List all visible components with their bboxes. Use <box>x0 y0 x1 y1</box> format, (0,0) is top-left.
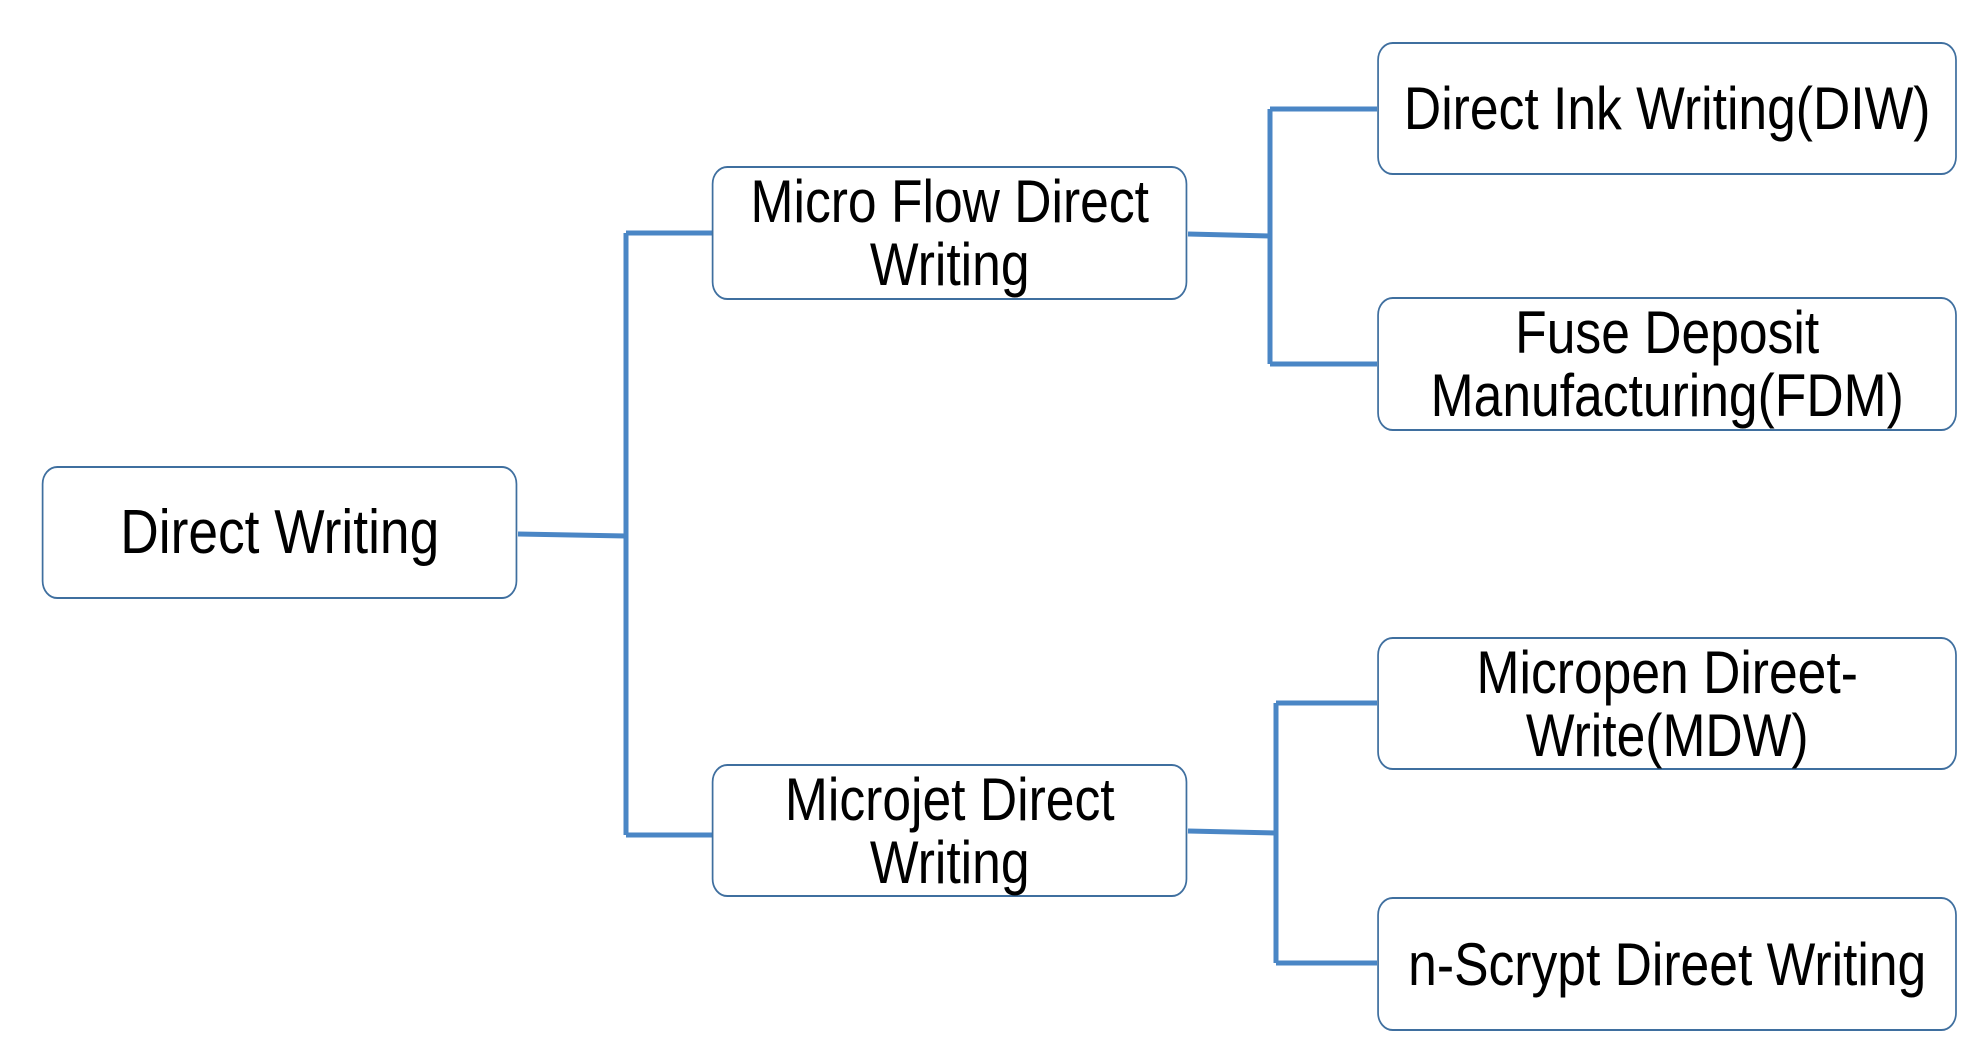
node-direct-ink-writing: Direct Ink Writing(DIW) <box>1376 42 1957 175</box>
node-direct-writing-label: Direct Writing <box>120 497 440 567</box>
node-micropen-direct-write-label: Micropen Direet- Write(MDW) <box>1476 638 1858 769</box>
node-micro-flow-direct-writing: Micro Flow Direct Writing <box>711 166 1188 300</box>
node-direct-ink-writing-label: Direct Ink Writing(DIW) <box>1403 75 1931 142</box>
connector-microjet-out <box>1187 828 1277 836</box>
connector-microflow-out <box>1187 231 1271 239</box>
node-micropen-direct-write: Micropen Direet- Write(MDW) <box>1376 637 1957 770</box>
node-microjet-direct-writing: Microjet Direct Writing <box>711 764 1188 897</box>
node-n-scrypt-direct-writing: n-Scrypt Direet Writing <box>1376 897 1957 1031</box>
node-fuse-deposit-manufacturing-label: Fuse Deposit Manufacturing(FDM) <box>1430 299 1904 429</box>
node-direct-writing: Direct Writing <box>41 466 518 599</box>
node-fuse-deposit-manufacturing: Fuse Deposit Manufacturing(FDM) <box>1376 297 1957 431</box>
node-microjet-direct-writing-label: Microjet Direct Writing <box>785 765 1115 896</box>
connector-root-trunk <box>517 531 627 539</box>
node-micro-flow-direct-writing-label: Micro Flow Direct Writing <box>750 168 1150 298</box>
node-n-scrypt-direct-writing-label: n-Scrypt Direet Writing <box>1407 930 1927 998</box>
